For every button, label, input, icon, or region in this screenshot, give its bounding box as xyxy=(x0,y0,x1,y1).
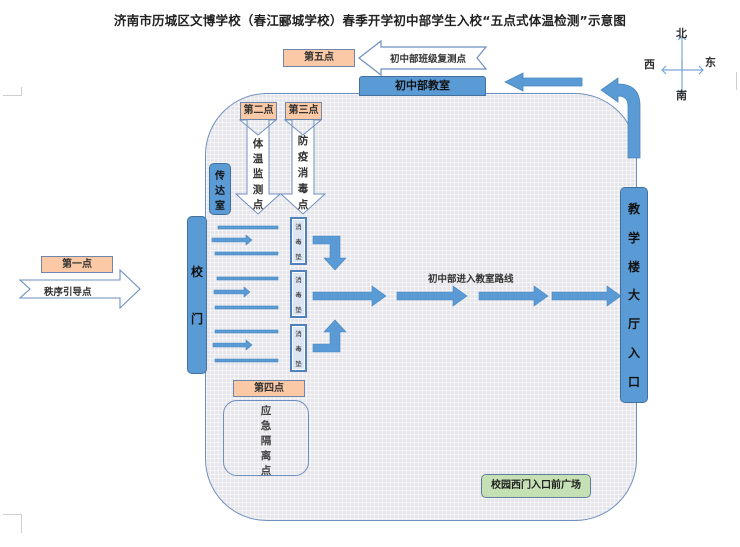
diagram-title: 济南市历城区文博学校（春江郦城学校）春季开学初中部学生入校“五点式体温检测”示意… xyxy=(113,13,627,28)
gatehouse: 传 达 室 xyxy=(209,163,231,215)
lane-line xyxy=(214,329,279,334)
compass-arrows-icon xyxy=(661,35,704,95)
route-arrow-to-classroom xyxy=(504,72,583,92)
lane-line xyxy=(214,305,279,310)
crop-mark-top-left xyxy=(3,87,22,96)
crop-mark-bottom-left xyxy=(3,514,22,533)
lane-line xyxy=(214,251,279,256)
merge-arrows xyxy=(312,235,387,353)
point-2-desc: 体 温 监 测 点 xyxy=(252,138,264,211)
disinfection-mat-3: 消 毒 垫 xyxy=(290,324,307,372)
school-gate: 校 门 xyxy=(187,216,207,374)
route-arrow-2 xyxy=(478,285,549,307)
point-5-desc: 初中部班级复测点 xyxy=(389,54,466,65)
compass-north: 北 xyxy=(676,27,687,40)
point-3-desc: 防 疫 消 毒 点 xyxy=(297,134,309,211)
lane-arrow xyxy=(211,234,253,246)
disinfection-mat-1: 消 毒 垫 xyxy=(290,217,307,265)
point-2-arrow xyxy=(234,119,282,215)
lane-line xyxy=(217,225,279,230)
compass-east: 东 xyxy=(705,56,716,69)
route-arrow-1 xyxy=(396,285,468,307)
classroom-block: 初中部教室 xyxy=(359,76,486,96)
point-3-label: 第三点 xyxy=(285,102,322,120)
point-5-label: 第五点 xyxy=(283,49,355,67)
point-3-arrow xyxy=(279,119,327,215)
entry-lanes xyxy=(211,225,279,363)
crop-mark-top-right xyxy=(736,72,740,90)
merge-arrow-straight xyxy=(312,285,387,307)
merge-arrow-up xyxy=(312,319,347,353)
disinfection-mat-2: 消 毒 垫 xyxy=(290,270,307,318)
lane-line xyxy=(214,358,279,363)
compass: 北 南 西 东 xyxy=(640,25,740,102)
route-arrows xyxy=(396,285,622,307)
building-entrance: 教 学 楼 大 厅 入 口 xyxy=(620,187,648,403)
route-arrow-up-turn xyxy=(600,77,641,159)
compass-south: 南 xyxy=(676,89,687,102)
lane-arrow xyxy=(212,339,253,351)
route-label: 初中部进入教室路线 xyxy=(428,274,514,285)
isolation-area: 应 急 隔 离 点 xyxy=(223,400,309,477)
point-2-label: 第二点 xyxy=(240,102,277,120)
point-1-label: 第一点 xyxy=(41,256,113,273)
merge-arrow-down xyxy=(312,235,347,271)
west-gate-plaza: 校园西门入口前广场 xyxy=(481,474,591,498)
point-1-arrow xyxy=(18,268,141,310)
point-4-label: 第四点 xyxy=(233,380,305,397)
lane-arrow xyxy=(213,286,251,298)
point-1-desc: 秩序引导点 xyxy=(44,287,92,298)
point-5-arrow xyxy=(358,39,488,77)
lane-line xyxy=(216,276,279,281)
compass-west: 西 xyxy=(644,58,655,71)
route-arrow-3 xyxy=(551,285,622,307)
